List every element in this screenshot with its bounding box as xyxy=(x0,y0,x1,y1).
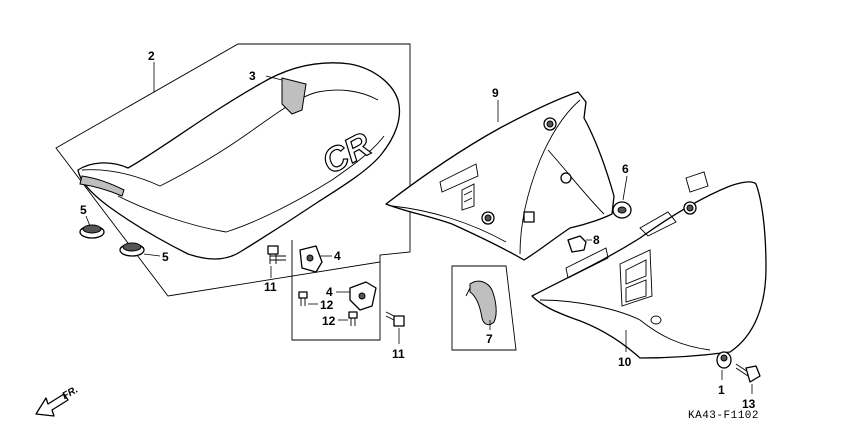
label-bolt-upper: 12 xyxy=(320,298,334,312)
wire-clamp-frame-box xyxy=(451,265,517,351)
label-bracket-upper: 4 xyxy=(334,249,341,263)
seat-side-contour xyxy=(117,135,385,233)
front-direction-label: FR. xyxy=(61,384,80,402)
label-seat-cushion-right: 5 xyxy=(162,250,169,264)
seat-assembly: CR 3 2 5 5 xyxy=(55,43,411,297)
label-bolt-center: 11 xyxy=(392,347,405,361)
seat-cushion-right xyxy=(119,242,145,257)
bracket-upper xyxy=(299,245,323,273)
wire-clamp xyxy=(469,280,497,326)
seat-edge-stripe xyxy=(79,175,125,197)
label-seat-strap: 3 xyxy=(249,69,256,83)
wire-clamp-group: 7 xyxy=(451,265,517,351)
side-cover-left-body xyxy=(531,181,767,359)
side-cover-right-body xyxy=(385,91,615,261)
bolt-center xyxy=(385,311,405,327)
side-cover-right xyxy=(385,91,615,261)
side-cover-left xyxy=(531,171,767,359)
bolt-left xyxy=(267,245,286,264)
label-bolt-lower: 12 xyxy=(322,314,336,328)
front-arrow-icon xyxy=(35,393,69,417)
clip xyxy=(567,235,587,253)
rubber-grommet xyxy=(612,201,632,219)
seat-top-contour xyxy=(81,89,379,187)
bolt-upper xyxy=(298,291,308,306)
collar xyxy=(716,351,732,369)
label-side-cover-right: 9 xyxy=(492,86,499,100)
front-direction-indicator: FR. xyxy=(35,384,80,417)
label-clip: 8 xyxy=(593,233,600,247)
label-bolt-left: 11 xyxy=(264,280,277,294)
seat-cushion-left xyxy=(79,224,105,239)
label-rubber-grommet: 6 xyxy=(622,162,629,176)
label-bracket-lower: 4 xyxy=(326,285,333,299)
seat-frame-box xyxy=(55,43,411,297)
seat-body xyxy=(77,62,401,260)
label-side-cover-left: 10 xyxy=(618,355,632,369)
drawing-code: KA43-F1102 xyxy=(688,410,759,422)
seat-strap xyxy=(281,77,307,115)
screw xyxy=(735,363,761,383)
bracket-frame-box xyxy=(291,240,381,341)
label-seat-cushion-left: 5 xyxy=(80,203,87,217)
label-wire-clamp: 7 xyxy=(486,332,493,346)
bracket-lower xyxy=(349,281,377,311)
bolt-lower xyxy=(348,311,358,326)
label-seat: 2 xyxy=(148,49,155,63)
label-collar: 1 xyxy=(718,383,725,397)
label-screw: 13 xyxy=(742,397,756,411)
bracket-group: 11 4 4 12 12 xyxy=(264,240,405,361)
